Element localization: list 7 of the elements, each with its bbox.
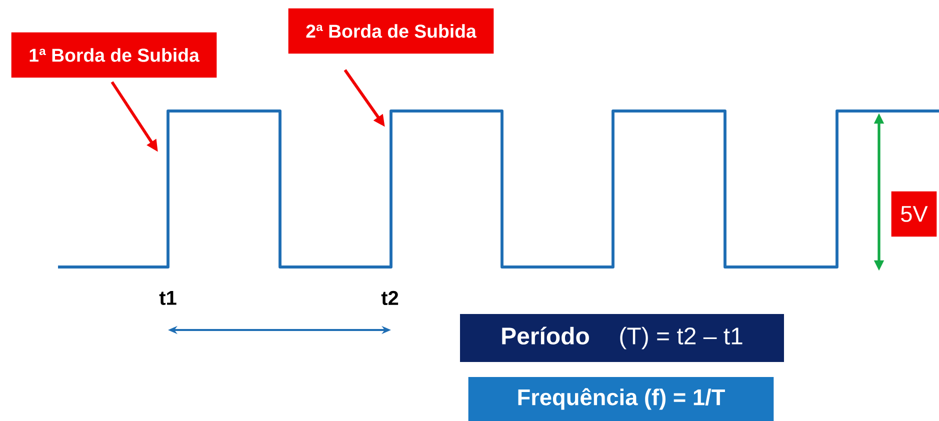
- formula-box: Frequência (f) = 1/T: [468, 377, 774, 421]
- time-label: t2: [381, 290, 398, 306]
- time-label: t1: [159, 291, 176, 305]
- label-box: 1ª Borda de Subida: [11, 32, 217, 78]
- label-box: 2ª Borda de Subida: [288, 8, 494, 54]
- formula-box: Período (T) = t2 – t1: [460, 314, 784, 362]
- voltage-box: 5V: [891, 191, 937, 237]
